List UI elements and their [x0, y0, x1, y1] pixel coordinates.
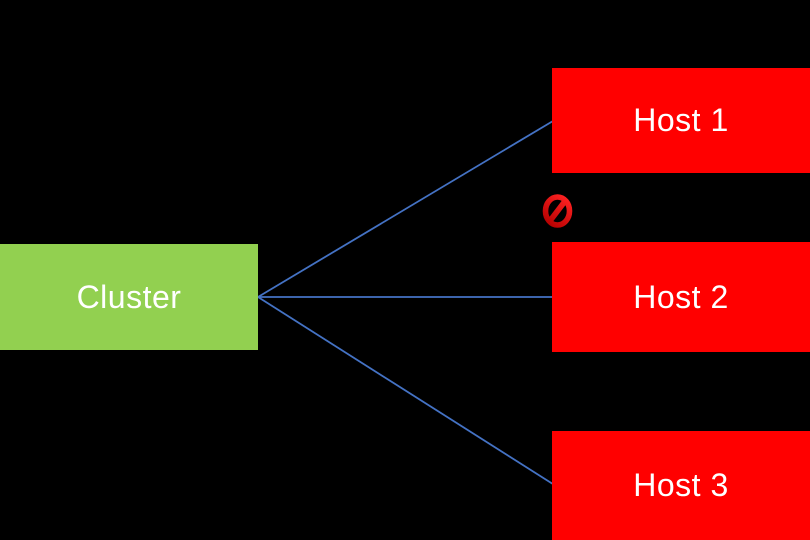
connector-cluster-host3	[257, 296, 557, 487]
connector-cluster-host1	[257, 120, 554, 298]
host2-node-label: Host 2	[633, 278, 729, 315]
host1-node-label: Host 1	[633, 102, 729, 138]
cluster-node: Cluster	[0, 244, 258, 350]
host1-node: Host 1	[552, 68, 810, 173]
cluster-node-label: Cluster	[76, 278, 182, 315]
host2-node: Host 2	[552, 242, 810, 352]
no-entry-icon-slash	[547, 198, 568, 224]
host3-node-label: Host 3	[633, 467, 729, 503]
no-entry-icon-ring	[542, 194, 573, 228]
host3-node: Host 3	[552, 431, 810, 540]
no-entry-icon	[542, 192, 573, 230]
